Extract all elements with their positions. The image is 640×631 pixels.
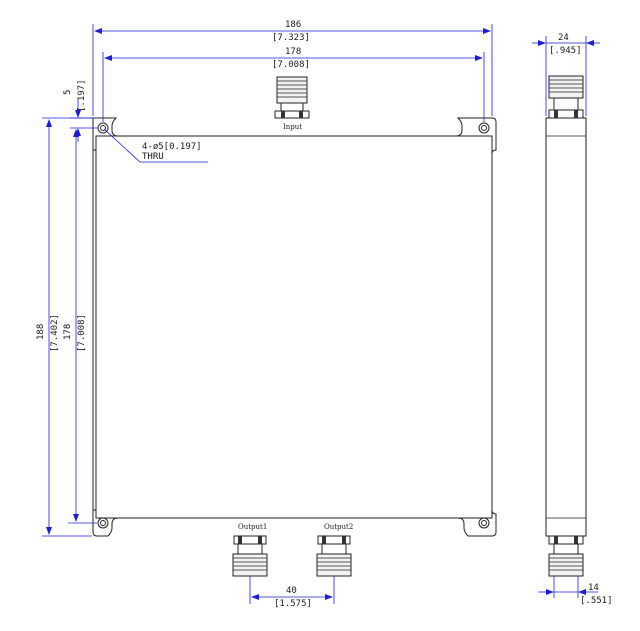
side-top-connector [548,75,584,119]
output1-connector [232,535,268,577]
hole-note-line1: 4-ø5[0.197] [142,142,202,152]
side-thickness-mm: 24 [558,33,569,43]
side-bottom-connector [548,535,584,577]
dimension-output-spacing: 40 [1.575] [249,576,335,609]
dimension-hole-spacing-y: 178 [7.008] [63,129,97,524]
side-thickness-inch: [.945] [549,46,582,56]
overall-width-inch: [7.323] [272,33,310,43]
overall-height-mm: 188 [36,324,46,340]
side-body [545,117,587,537]
hole-spacing-y-mm: 178 [63,324,73,340]
hole-offset-inch: [.197] [77,79,87,112]
hole-note-line2: THRU [142,152,164,162]
dimension-side-thickness: 24 [.945] [532,33,600,116]
output1-label: Output1 [238,523,267,531]
output2-connector [316,535,352,577]
side-connector-mm: 14 [588,583,599,593]
hole-spacing-x-mm: 178 [285,47,301,57]
side-connector-inch: [.551] [580,596,613,606]
input-connector [274,76,310,119]
mounting-hole [478,122,490,134]
output-spacing-inch: [1.575] [274,599,312,609]
dimension-side-connector: 14 [.551] [538,576,613,606]
dimension-overall-width: 186 [7.323] [92,20,493,116]
side-view [545,75,587,577]
hole-spacing-y-inch: [7.008] [77,314,87,352]
front-view: Input Output1 Output2 [92,76,497,577]
dimension-hole-spacing-x: 178 [7.008] [102,47,485,122]
output-spacing-mm: 40 [286,586,297,596]
overall-height-inch: [7.402] [50,314,60,352]
output2-label: Output2 [324,523,353,531]
body-outline [92,117,497,537]
input-label: Input [283,123,302,131]
body-panel [95,135,493,519]
mounting-hole [97,517,109,529]
hole-offset-mm: 5 [63,90,73,95]
mounting-hole [478,517,490,529]
overall-width-mm: 186 [285,20,301,30]
hole-callout: 4-ø5[0.197] THRU [103,128,208,163]
hole-spacing-x-inch: [7.008] [272,60,310,70]
dimension-overall-height: 188 [7.402] [36,117,92,537]
